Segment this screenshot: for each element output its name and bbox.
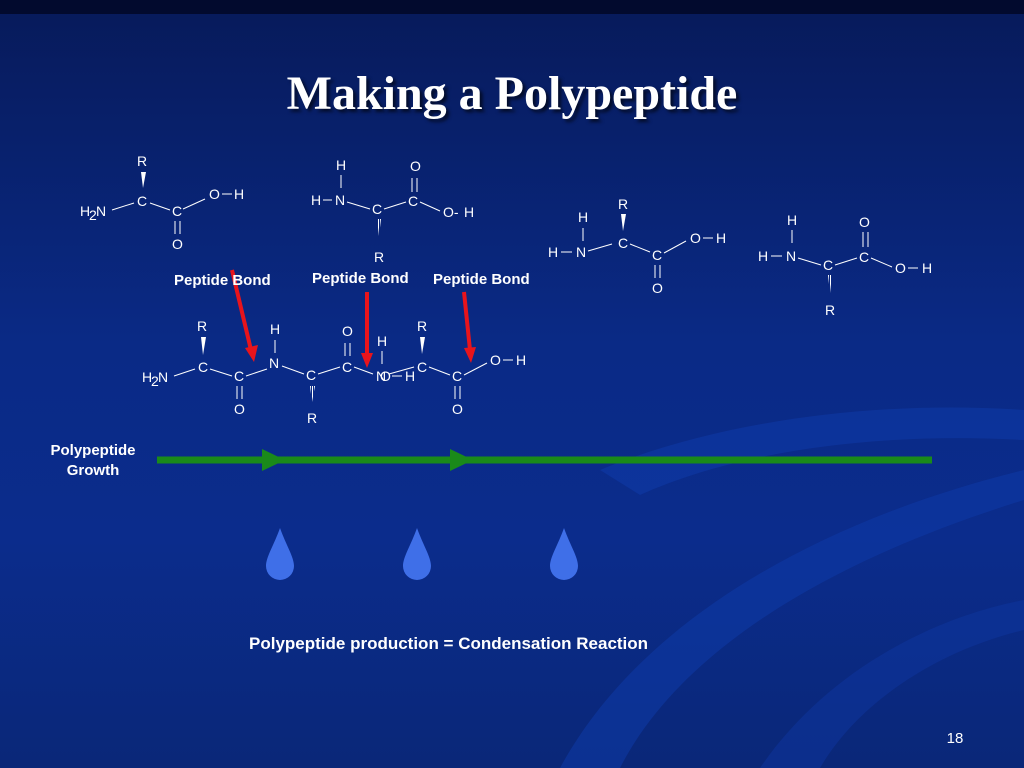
svg-text:H: H [548, 244, 558, 260]
svg-text:O: O [209, 186, 220, 202]
condensation-equation: Polypeptide production = Condensation Re… [249, 634, 649, 653]
peptide-bond-label-3: Peptide Bond [433, 271, 530, 288]
svg-text:N: N [269, 355, 279, 371]
svg-text:H: H [787, 212, 797, 228]
svg-text:C: C [417, 359, 427, 375]
svg-text:H: H [758, 248, 768, 264]
svg-text:C: C [618, 235, 628, 251]
svg-text:R: R [197, 318, 207, 334]
amino-acid-3: R H H N C C O H O [548, 196, 726, 296]
svg-text:H: H [80, 203, 90, 219]
red-arrow-icon [230, 269, 258, 362]
svg-text:N: N [158, 369, 168, 385]
water-droplet-icon [266, 528, 294, 580]
svg-text:H: H [922, 260, 932, 276]
svg-text:O: O [895, 260, 906, 276]
growth-label-line1: Polypeptide [50, 442, 136, 459]
svg-text:N: N [96, 203, 106, 219]
svg-text:O: O [380, 368, 391, 384]
svg-text:R: R [825, 302, 835, 318]
svg-text:O: O [652, 280, 663, 296]
svg-text:O: O [172, 236, 183, 252]
svg-text:O: O [410, 158, 421, 174]
svg-text:O: O [234, 401, 245, 417]
svg-text:C: C [859, 249, 869, 265]
svg-text:C: C [198, 359, 208, 375]
svg-text:C: C [372, 201, 382, 217]
svg-text:2: 2 [89, 207, 97, 223]
water-droplet-icon [550, 528, 578, 580]
svg-text:H: H [377, 333, 387, 349]
peptide-bond-label-2: Peptide Bond [312, 270, 409, 287]
slide-title: Making a Polypeptide [286, 67, 738, 120]
top-bar [0, 0, 1024, 14]
svg-text:N: N [576, 244, 586, 260]
svg-text:R: R [137, 153, 147, 169]
svg-text:H: H [716, 230, 726, 246]
svg-text:O: O [452, 401, 463, 417]
svg-text:C: C [652, 247, 662, 263]
red-arrow-icon [462, 291, 476, 363]
svg-text:H: H [578, 209, 588, 225]
svg-text:R: R [374, 249, 384, 265]
svg-text:H: H [516, 352, 526, 368]
svg-text:H: H [311, 192, 321, 208]
svg-text:R: R [417, 318, 427, 334]
svg-text:R: R [618, 196, 628, 212]
svg-text:N: N [786, 248, 796, 264]
green-arrow-icon [157, 449, 932, 471]
red-arrow-icon [361, 292, 373, 368]
polypeptide-growth-label: Polypeptide Growth [30, 441, 156, 481]
svg-text:H: H [405, 368, 415, 384]
svg-text:R: R [307, 410, 317, 426]
page-number: 18 [946, 730, 964, 747]
svg-text:O: O [859, 214, 870, 230]
svg-text:O: O [690, 230, 701, 246]
svg-text:C: C [452, 368, 462, 384]
amino-acid-4: H H N C R C O O H [758, 212, 932, 318]
svg-text:C: C [137, 193, 147, 209]
svg-text:H: H [336, 157, 346, 173]
svg-text:C: C [342, 359, 352, 375]
svg-text:N: N [376, 368, 386, 384]
svg-text:C: C [823, 257, 833, 273]
svg-text:N: N [335, 192, 345, 208]
amino-acid-2: H H N C R C O O- H [311, 157, 474, 265]
svg-text:H: H [270, 321, 280, 337]
svg-text:O-: O- [443, 204, 459, 220]
svg-text:C: C [172, 203, 182, 219]
svg-text:H: H [464, 204, 474, 220]
svg-text:O: O [342, 323, 353, 339]
growth-label-line2: Growth [66, 462, 120, 479]
svg-text:C: C [408, 193, 418, 209]
peptide-bond-label-1: Peptide Bond [174, 272, 271, 289]
water-droplet-icon [403, 528, 431, 580]
svg-text:C: C [234, 368, 244, 384]
svg-text:2: 2 [151, 373, 159, 389]
svg-text:H: H [142, 369, 152, 385]
svg-text:O: O [490, 352, 501, 368]
svg-text:C: C [306, 367, 316, 383]
svg-text:H: H [234, 186, 244, 202]
